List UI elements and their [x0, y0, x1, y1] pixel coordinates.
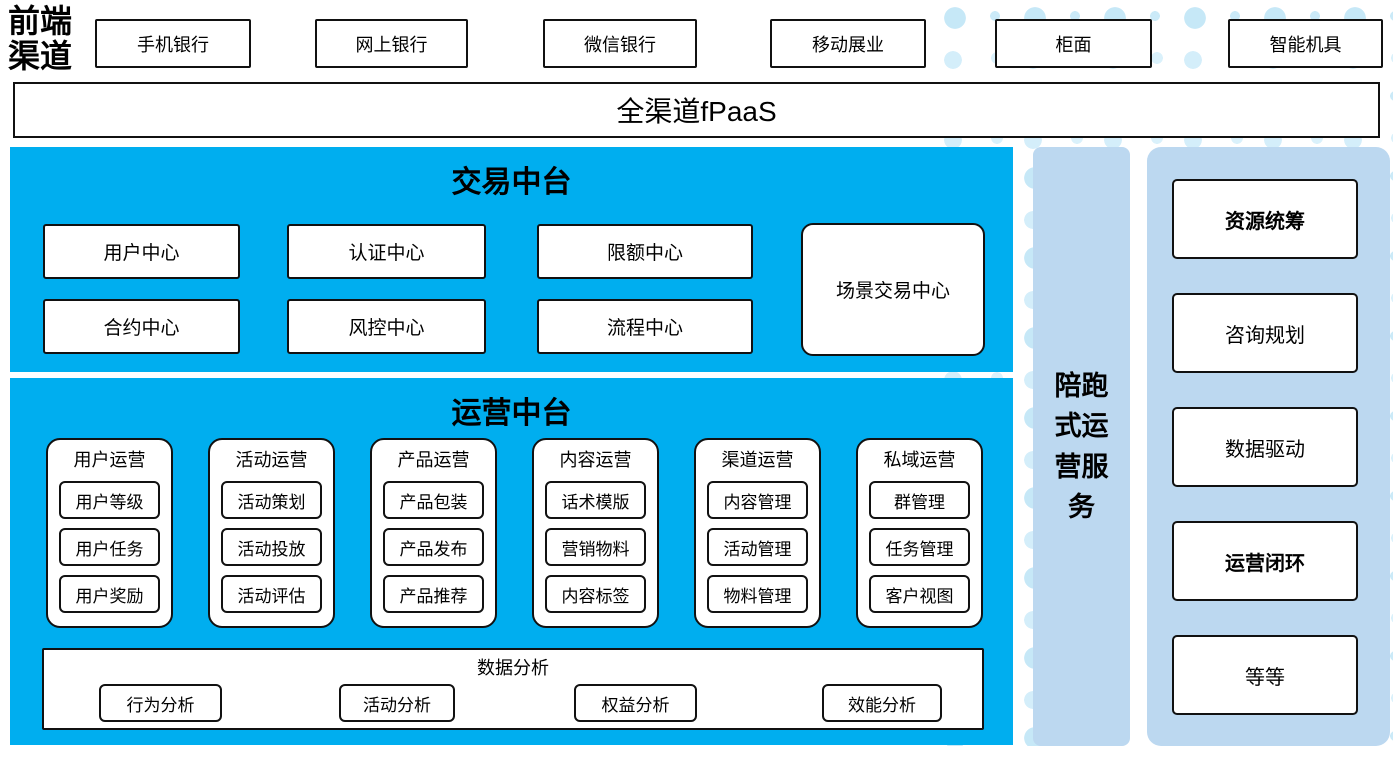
trade-box-auth-center: 认证中心 — [287, 224, 486, 279]
ops-item: 任务管理 — [869, 528, 970, 566]
trade-platform-panel: 交易中台 用户中心 认证中心 限额中心 合约中心 风控中心 流程中心 场景交易中… — [10, 147, 1013, 372]
trade-box-limit-center: 限额中心 — [537, 224, 753, 279]
ops-item: 产品发布 — [383, 528, 484, 566]
front-channels-label: 前端渠道 — [8, 3, 73, 75]
channel-box-smart-devices: 智能机具 — [1228, 19, 1383, 68]
channel-box-mobile-banking: 手机银行 — [95, 19, 251, 68]
ops-item: 产品推荐 — [383, 575, 484, 613]
trade-box-risk-center: 风控中心 — [287, 299, 486, 354]
ops-item: 活动管理 — [707, 528, 808, 566]
ops-item: 活动评估 — [221, 575, 322, 613]
ops-item: 产品包装 — [383, 481, 484, 519]
trade-box-contract-center: 合约中心 — [43, 299, 240, 354]
ops-item: 物料管理 — [707, 575, 808, 613]
data-analysis-title: 数据分析 — [477, 658, 549, 678]
ops-column-product-operations: 产品运营 产品包装 产品发布 产品推荐 — [370, 438, 497, 628]
channel-box-wechat-banking: 微信银行 — [543, 19, 697, 68]
ops-item: 用户任务 — [59, 528, 160, 566]
trade-box-scene-transaction-center: 场景交易中心 — [801, 223, 985, 356]
ops-platform-panel: 运营中台 用户运营 用户等级 用户任务 用户奖励 活动运营 活动策划 活动投放 … — [10, 378, 1013, 745]
ops-column-header: 活动运营 — [235, 450, 308, 470]
companion-operation-service-label: 陪跑式运营服务 — [1054, 370, 1109, 523]
trade-box-user-center: 用户中心 — [43, 224, 240, 279]
ops-item: 客户视图 — [869, 575, 970, 613]
ops-column-header: 用户运营 — [73, 450, 146, 470]
data-analysis-item-efficiency: 效能分析 — [822, 684, 942, 722]
service-box-operation-loop: 运营闭环 — [1172, 521, 1358, 601]
service-box-consulting-planning: 咨询规划 — [1172, 293, 1358, 373]
trade-platform-title: 交易中台 — [451, 166, 572, 199]
service-box-data-driven: 数据驱动 — [1172, 407, 1358, 487]
ops-column-header: 渠道运营 — [721, 450, 794, 470]
ops-item: 活动策划 — [221, 481, 322, 519]
ops-platform-title: 运营中台 — [451, 397, 572, 430]
ops-column-user-operations: 用户运营 用户等级 用户任务 用户奖励 — [46, 438, 173, 628]
ops-column-header: 产品运营 — [397, 450, 470, 470]
ops-column-header: 私域运营 — [883, 450, 956, 470]
data-analysis-item-rights: 权益分析 — [574, 684, 697, 722]
ops-item: 营销物料 — [545, 528, 646, 566]
channel-box-counter: 柜面 — [995, 19, 1152, 68]
right-services-panel: 资源统筹 咨询规划 数据驱动 运营闭环 等等 — [1147, 147, 1390, 746]
ops-column-campaign-operations: 活动运营 活动策划 活动投放 活动评估 — [208, 438, 335, 628]
ops-item: 内容标签 — [545, 575, 646, 613]
ops-item: 活动投放 — [221, 528, 322, 566]
ops-item: 群管理 — [869, 481, 970, 519]
ops-column-channel-operations: 渠道运营 内容管理 活动管理 物料管理 — [694, 438, 821, 628]
companion-operation-service-bar: 陪跑式运营服务 — [1033, 147, 1130, 746]
ops-column-private-domain-operations: 私域运营 群管理 任务管理 客户视图 — [856, 438, 983, 628]
ops-column-content-operations: 内容运营 话术模版 营销物料 内容标签 — [532, 438, 659, 628]
ops-item: 用户奖励 — [59, 575, 160, 613]
service-box-resource-coordination: 资源统筹 — [1172, 179, 1358, 259]
data-analysis-item-campaign: 活动分析 — [339, 684, 455, 722]
channel-box-mobile-marketing: 移动展业 — [770, 19, 926, 68]
service-box-etc: 等等 — [1172, 635, 1358, 715]
fpaas-bar: 全渠道fPaaS — [13, 82, 1380, 138]
channel-box-online-banking: 网上银行 — [315, 19, 468, 68]
data-analysis-box: 数据分析 行为分析 活动分析 权益分析 效能分析 — [42, 648, 984, 730]
ops-column-header: 内容运营 — [559, 450, 632, 470]
ops-item: 内容管理 — [707, 481, 808, 519]
ops-item: 用户等级 — [59, 481, 160, 519]
trade-box-process-center: 流程中心 — [537, 299, 753, 354]
ops-item: 话术模版 — [545, 481, 646, 519]
data-analysis-item-behavior: 行为分析 — [99, 684, 222, 722]
